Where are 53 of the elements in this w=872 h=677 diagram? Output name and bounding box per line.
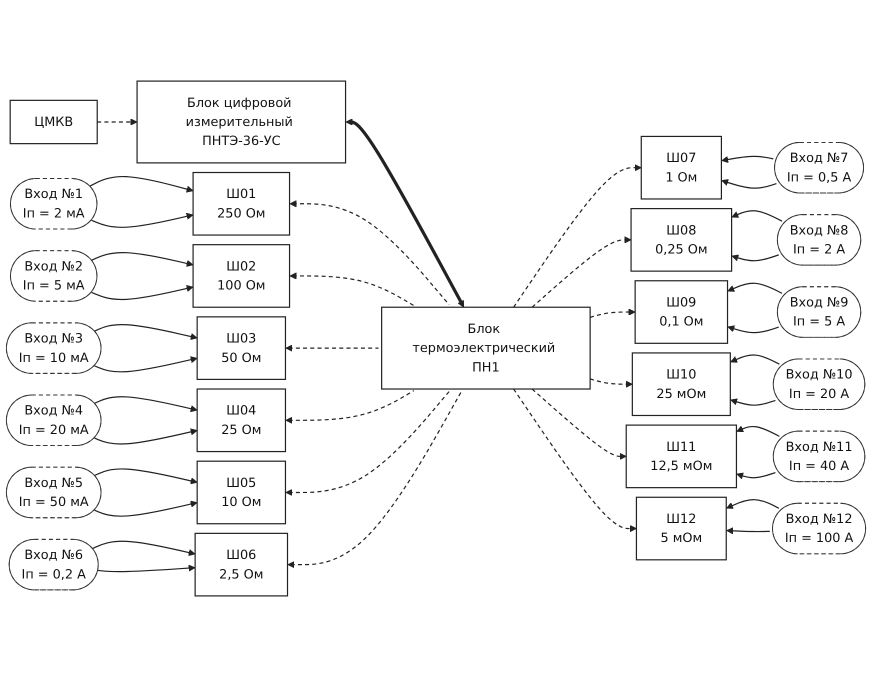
arrow (721, 156, 774, 163)
arrow (590, 308, 636, 318)
arrow (91, 285, 194, 300)
arrow (90, 176, 194, 193)
arrow (532, 388, 627, 460)
arrow (290, 272, 414, 306)
arrow (513, 388, 637, 532)
arrow (290, 200, 450, 306)
node-box: Блок термоэлектрический ПН1 (381, 306, 591, 390)
arrow (726, 527, 770, 534)
arrow (94, 468, 198, 484)
arrow (590, 378, 633, 388)
node-box: Ш10 25 мОм (632, 352, 731, 416)
arrow (98, 564, 196, 572)
arrow (732, 210, 782, 222)
arrow (730, 398, 776, 406)
arrow (728, 282, 782, 294)
arrow (736, 472, 776, 480)
arrow (736, 426, 780, 437)
arrow (285, 390, 414, 424)
arrow (726, 499, 780, 509)
arrow (94, 428, 198, 445)
arrow (94, 396, 198, 412)
arrow (94, 324, 198, 340)
node-box: Ш11 12,5 мОм (626, 424, 738, 488)
arrow (721, 179, 777, 189)
arrow (730, 354, 780, 365)
node-box: Ш05 10 Ом (196, 460, 286, 524)
arrow (285, 344, 378, 352)
node-box: Ш01 250 Ом (192, 172, 290, 236)
arrow (346, 118, 464, 308)
node-box: Ш04 25 Ом (196, 388, 286, 452)
node-box: Ш12 5 мОм (636, 496, 727, 560)
node-box: Ш03 50 Ом (196, 316, 286, 380)
node-box: Ш09 0,1 Ом (634, 280, 728, 344)
arrow (532, 236, 632, 308)
arrow (91, 252, 194, 267)
node-box: ЦМКВ (10, 100, 98, 144)
node-box: Ш02 100 Ом (192, 244, 290, 308)
arrow (94, 500, 198, 517)
arrow (94, 356, 198, 372)
arrow (728, 325, 779, 334)
arrow (285, 391, 450, 496)
arrow (288, 392, 462, 568)
node-box: Ш06 2,5 Ом (194, 532, 288, 596)
arrow (92, 540, 196, 556)
arrow (91, 212, 194, 228)
arrow (513, 164, 642, 308)
node-box: Ш07 1 Ом (640, 136, 722, 200)
arrow (97, 118, 138, 126)
arrow (732, 254, 779, 262)
node-box: Ш08 0,25 Ом (630, 208, 732, 272)
node-box: Блок цифровой измерительный ПНТЭ-36-УС (136, 80, 346, 164)
